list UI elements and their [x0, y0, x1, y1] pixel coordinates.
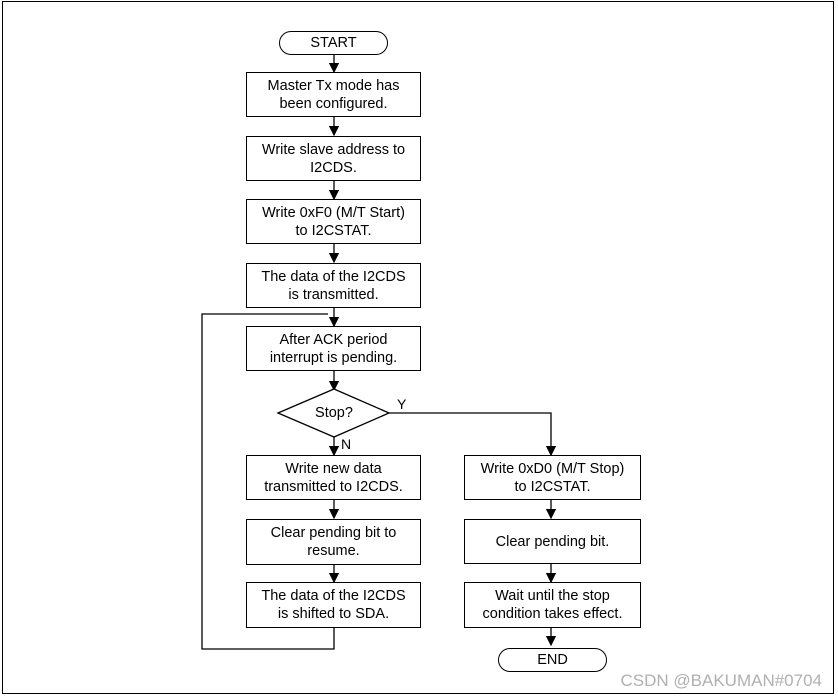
decision-label: Stop?: [315, 405, 353, 421]
arrow-decision-yes: [389, 412, 557, 457]
decision-yes-label: Y: [397, 396, 407, 412]
step-write-stop: Write 0xD0 (M/T Stop) to I2CSTAT.: [464, 455, 641, 500]
step-write-start: Write 0xF0 (M/T Start) to I2CSTAT.: [246, 199, 421, 244]
step-clear-pending-bit: Clear pending bit.: [464, 519, 641, 564]
watermark-text: CSDN @BAKUMAN#0704: [620, 671, 823, 690]
step-data-shifted-sda: The data of the I2CDS is shifted to SDA.: [246, 582, 421, 628]
step-wait-stop-condition: Wait until the stop condition takes effe…: [464, 582, 641, 628]
step-write-new-data: Write new data transmitted to I2CDS.: [246, 455, 421, 500]
step-clear-pending-resume: Clear pending bit to resume.: [246, 519, 421, 565]
step-write-slave-address: Write slave address to I2CDS.: [246, 136, 421, 181]
step-configure-master-tx: Master Tx mode has been configured.: [246, 72, 421, 117]
start-terminal: START: [279, 31, 388, 55]
step-ack-interrupt-pending: After ACK period interrupt is pending.: [246, 326, 421, 371]
end-terminal: END: [498, 648, 607, 672]
decision-no-label: N: [341, 436, 352, 452]
step-data-transmitted: The data of the I2CDS is transmitted.: [246, 263, 421, 308]
loop-back-line: [201, 313, 335, 650]
decision-diamond: [276, 388, 391, 438]
